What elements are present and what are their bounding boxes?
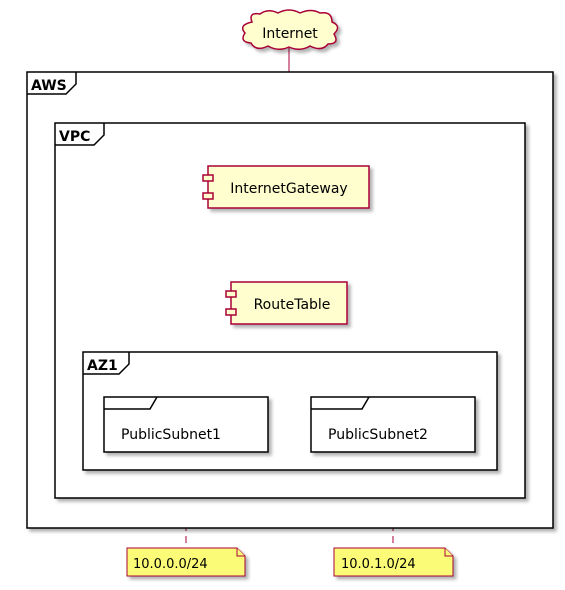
public-subnet-1-label: PublicSubnet1 bbox=[121, 427, 221, 443]
note-fold-icon bbox=[236, 548, 245, 557]
note-1-label: 10.0.0.0/24 bbox=[133, 557, 208, 572]
cloud-label: Internet bbox=[262, 26, 318, 42]
internet-gateway-label: InternetGateway bbox=[230, 181, 347, 197]
folder-icon bbox=[311, 396, 370, 410]
internet-cloud: Internet bbox=[241, 9, 339, 50]
route-table-label: RouteTable bbox=[254, 297, 331, 313]
component-icon-bar-top bbox=[202, 174, 214, 182]
component-internet-gateway: InternetGateway bbox=[202, 165, 370, 209]
component-icon-bar-bottom bbox=[225, 308, 237, 316]
component-route-table: RouteTable bbox=[225, 281, 348, 325]
note-2-label: 10.0.1.0/24 bbox=[341, 557, 416, 572]
frame-aws-label: AWS bbox=[31, 78, 67, 94]
component-icon-bar-bottom bbox=[202, 192, 214, 200]
frame-az1-label: AZ1 bbox=[87, 358, 118, 374]
note-fold-icon bbox=[444, 548, 453, 557]
note-1: 10.0.0.0/24 bbox=[126, 547, 246, 577]
public-subnet-2-label: PublicSubnet2 bbox=[328, 427, 428, 443]
note-2: 10.0.1.0/24 bbox=[333, 547, 454, 577]
frame-vpc-label: VPC bbox=[59, 129, 90, 145]
component-icon-bar-top bbox=[225, 290, 237, 298]
folder-public-subnet-1: PublicSubnet1 bbox=[103, 396, 269, 453]
cloud-icon bbox=[241, 9, 339, 50]
folder-public-subnet-2: PublicSubnet2 bbox=[310, 396, 476, 453]
folder-icon bbox=[104, 396, 158, 410]
